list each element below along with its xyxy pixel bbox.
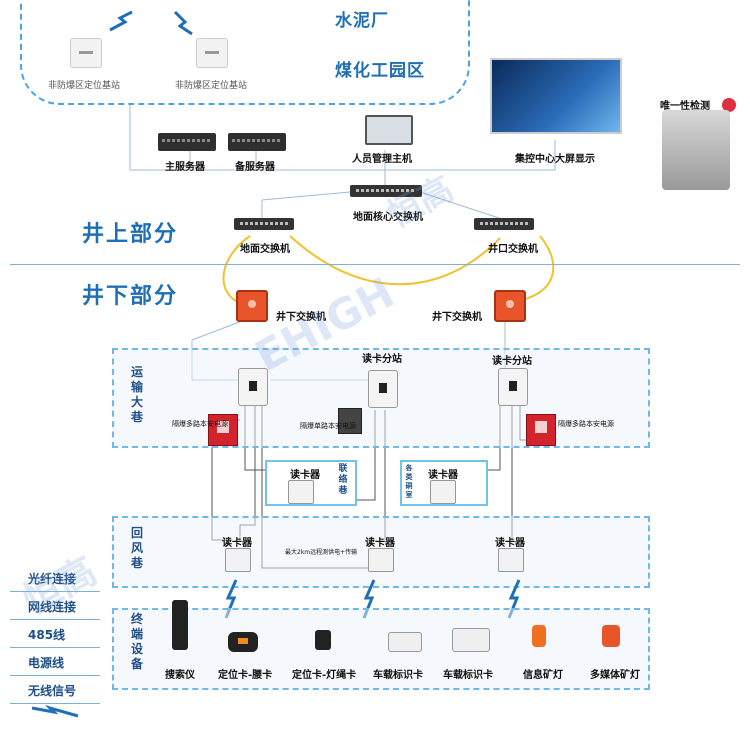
uniqueness-check-label: 唯一性检测 [660, 101, 710, 112]
wireless-legend-icon [31, 704, 79, 718]
reader-label-5: 读卡器 [495, 538, 525, 549]
shaft-switch-label: 井口交换机 [488, 244, 538, 255]
network-line [261, 191, 351, 201]
detector-image [172, 600, 188, 650]
shaft-switch-image [474, 218, 534, 230]
multimedia-lamp-image [602, 625, 620, 647]
vehicle-card-image-2 [452, 628, 490, 652]
power-supply-left-label: 隔爆多路本安电源 [172, 420, 228, 428]
ground-switch-label: 地面交换机 [240, 244, 290, 255]
power-supply-right-image [526, 414, 556, 446]
personnel-host-label: 人员管理主机 [352, 154, 412, 165]
base-station-2 [196, 38, 228, 68]
terminal-label-6: 信息矿灯 [523, 670, 563, 681]
backup-server-image [228, 133, 286, 151]
wireless-signal-line [109, 10, 133, 32]
core-switch-image [350, 185, 422, 197]
reader-label-4: 读卡器 [365, 538, 395, 549]
terminal-zone [112, 608, 650, 690]
legend-fiber: 光纤连接 [10, 566, 100, 592]
belt-card-image [228, 632, 258, 652]
power-supply-mid-image [338, 408, 362, 434]
backup-server-label: 备服务器 [235, 162, 275, 173]
underground-switch-left-label: 井下交换机 [276, 312, 326, 323]
underground-switch-right-image [494, 290, 526, 322]
base-station-2-label: 非防爆区定位基站 [175, 81, 248, 91]
big-screen-image [490, 58, 622, 134]
power-supply-mid-label: 隔爆单路本安电源 [300, 422, 356, 430]
fiber-line [289, 235, 501, 286]
underground-switch-left-image [236, 290, 268, 322]
card-station-3 [498, 368, 528, 406]
base-station-1-label: 非防爆区定位基站 [48, 81, 121, 91]
card-station-label-2: 读卡分站 [492, 356, 532, 367]
ground-switch-image [234, 218, 294, 230]
card-reader-5 [498, 548, 524, 572]
power-supply-left-image [208, 414, 238, 446]
vehicle-card-image-1 [388, 632, 422, 652]
card-reader-1 [288, 480, 314, 504]
uniqueness-gate-image [662, 110, 730, 190]
partial-area-title: 水泥厂 [335, 11, 389, 31]
return-air-zone [112, 516, 650, 588]
underground-switch-right-label: 井下交换机 [432, 312, 482, 323]
legend-485: 485线 [10, 622, 100, 648]
park-area-title: 煤化工园区 [335, 61, 425, 81]
return-air-label: 回风巷 [130, 526, 143, 570]
personnel-host-image [365, 115, 413, 145]
terminal-label-5: 车载标识卡 [443, 670, 493, 681]
transport-lane-label: 运输大巷 [130, 365, 143, 424]
core-switch-label: 地面核心交换机 [353, 212, 423, 223]
main-server-image [158, 133, 216, 151]
card-station-2 [368, 370, 398, 408]
lamp-card-image [315, 630, 331, 650]
info-lamp-image [532, 625, 546, 647]
main-server-label: 主服务器 [165, 162, 205, 173]
above-ground-title: 井上部分 [82, 222, 179, 247]
distance-note: 最大2km远程测供电+传输 [285, 549, 358, 556]
connecting-lane-label: 联络巷 [338, 464, 348, 496]
chamber-label: 各类硐室 [405, 464, 413, 499]
reader-label-1: 读卡器 [290, 470, 320, 481]
legend-wireless: 无线信号 [10, 678, 100, 704]
park-area-boundary [20, 0, 470, 105]
underground-title: 井下部分 [82, 284, 179, 309]
terminal-label-1: 搜索仪 [165, 670, 195, 681]
terminal-label-4: 车载标识卡 [373, 670, 423, 681]
card-reader-4 [368, 548, 394, 572]
chat-bubble-icon[interactable] [722, 98, 736, 112]
legend-network-cable: 网线连接 [10, 594, 100, 620]
big-screen-label: 集控中心大屏显示 [515, 154, 595, 165]
network-line [419, 191, 506, 221]
card-reader-2 [430, 480, 456, 504]
card-station-label-1: 读卡分站 [362, 354, 402, 365]
terminal-zone-label: 终端设备 [130, 612, 143, 671]
reader-label-2: 读卡器 [428, 470, 458, 481]
legend-power-line: 电源线 [10, 650, 100, 676]
section-divider [10, 264, 740, 265]
fiber-line [521, 235, 555, 301]
power-supply-right-label: 隔爆多路本安电源 [558, 420, 614, 428]
base-station-1 [70, 38, 102, 68]
card-station-1 [238, 368, 268, 406]
terminal-label-2: 定位卡-腰卡 [218, 670, 273, 681]
terminal-label-3: 定位卡-灯绳卡 [292, 670, 357, 681]
reader-label-3: 读卡器 [222, 538, 252, 549]
terminal-label-7: 多媒体矿灯 [590, 670, 640, 681]
wireless-signal-line [173, 10, 193, 36]
card-reader-3 [225, 548, 251, 572]
